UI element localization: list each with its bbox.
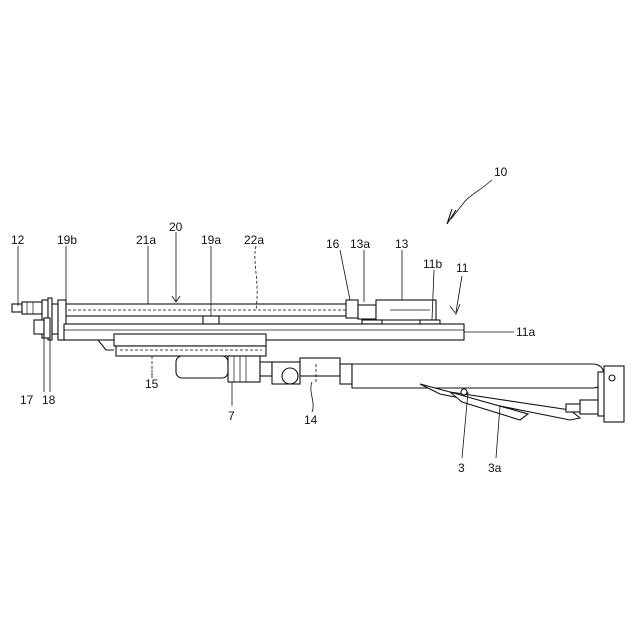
label-18: 18 [42,393,56,407]
part-19a [203,316,219,324]
label-11: 11 [456,261,469,275]
label-10: 10 [494,165,508,179]
label-16: 16 [326,237,340,251]
label-11a: 11a [516,325,535,339]
assembly-10-arrow [447,180,492,224]
label-19a: 19a [201,233,221,247]
label-13: 13 [395,237,409,251]
label-22a: 22a [244,233,264,247]
left-end-assembly [12,298,66,340]
label-3a: 3a [488,461,502,475]
label-7: 7 [228,409,235,423]
label-11b: 11b [423,257,442,271]
motor-unit-7 [176,356,272,382]
label-19b: 19b [57,233,77,247]
label-21a: 21a [136,233,156,247]
label-17: 17 [20,393,34,407]
feed-rod-21a [66,304,362,316]
joint-14 [272,358,352,384]
label-20: 20 [169,220,183,234]
label-13a: 13a [350,237,370,251]
label-3: 3 [458,461,465,475]
label-15: 15 [145,377,159,391]
unit-13 [346,300,440,324]
label-14: 14 [304,413,318,427]
label-12: 12 [11,233,25,247]
